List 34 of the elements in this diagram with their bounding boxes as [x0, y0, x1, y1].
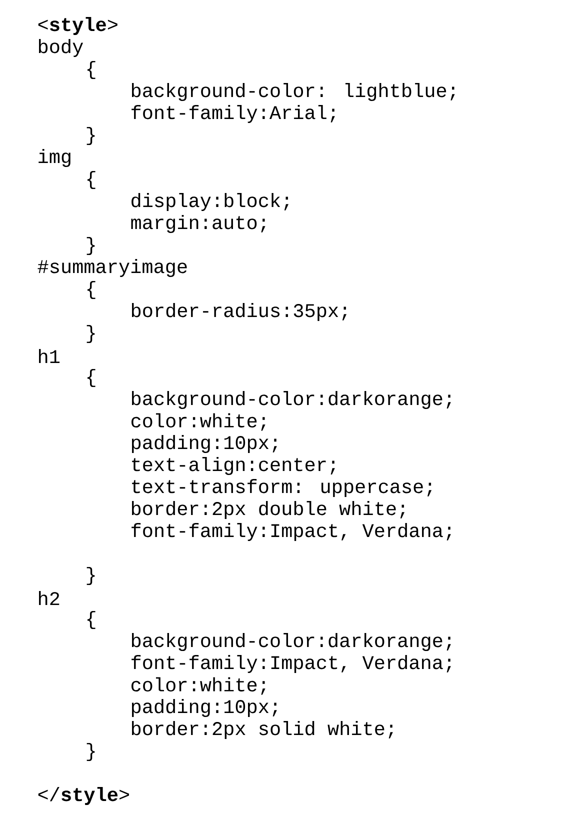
code-line: font-family:Arial;	[132, 105, 335, 124]
code-tag: <style>	[38, 17, 118, 36]
code-line: padding:10px;	[132, 435, 277, 454]
code-line: font-family:Impact, Verdana;	[132, 523, 451, 542]
code-line: {	[87, 369, 96, 388]
code-line: background-color:darkorange;	[132, 391, 451, 410]
code-line: {	[87, 281, 96, 300]
code-line: border:2px solid white;	[132, 721, 393, 740]
code-line: #summaryimage	[38, 259, 187, 278]
code-line: {	[87, 611, 96, 630]
code-line: font-family:Impact, Verdana;	[132, 655, 451, 674]
code-line: color:white;	[132, 677, 266, 695]
code-line: border:2px double white;	[132, 501, 404, 520]
code-line: {	[87, 171, 96, 190]
code-line: text-align:center;	[132, 457, 335, 476]
code-line: display:block;	[132, 193, 288, 212]
code-line: background-color: lightblue;	[132, 83, 455, 102]
code-line: {	[87, 61, 96, 80]
code-line: }	[86, 127, 95, 146]
code-line: }	[86, 743, 95, 762]
code-line: h1	[39, 349, 60, 363]
code-line: border-radius:35px;	[132, 303, 346, 322]
code-line: padding:10px;	[132, 699, 277, 718]
code-line: color:white;	[132, 413, 266, 431]
code-line: background-color:darkorange;	[132, 633, 451, 652]
code-line: }	[86, 567, 95, 586]
code-line: }	[86, 325, 95, 344]
code-line: h2	[39, 591, 60, 605]
code-line: text-transform: uppercase;	[132, 479, 432, 498]
code-tag: </style>	[38, 787, 129, 806]
code-line: }	[86, 237, 95, 256]
code-line: img	[38, 149, 70, 168]
code-line: margin:auto;	[131, 215, 266, 234]
code-line: body	[38, 39, 84, 58]
